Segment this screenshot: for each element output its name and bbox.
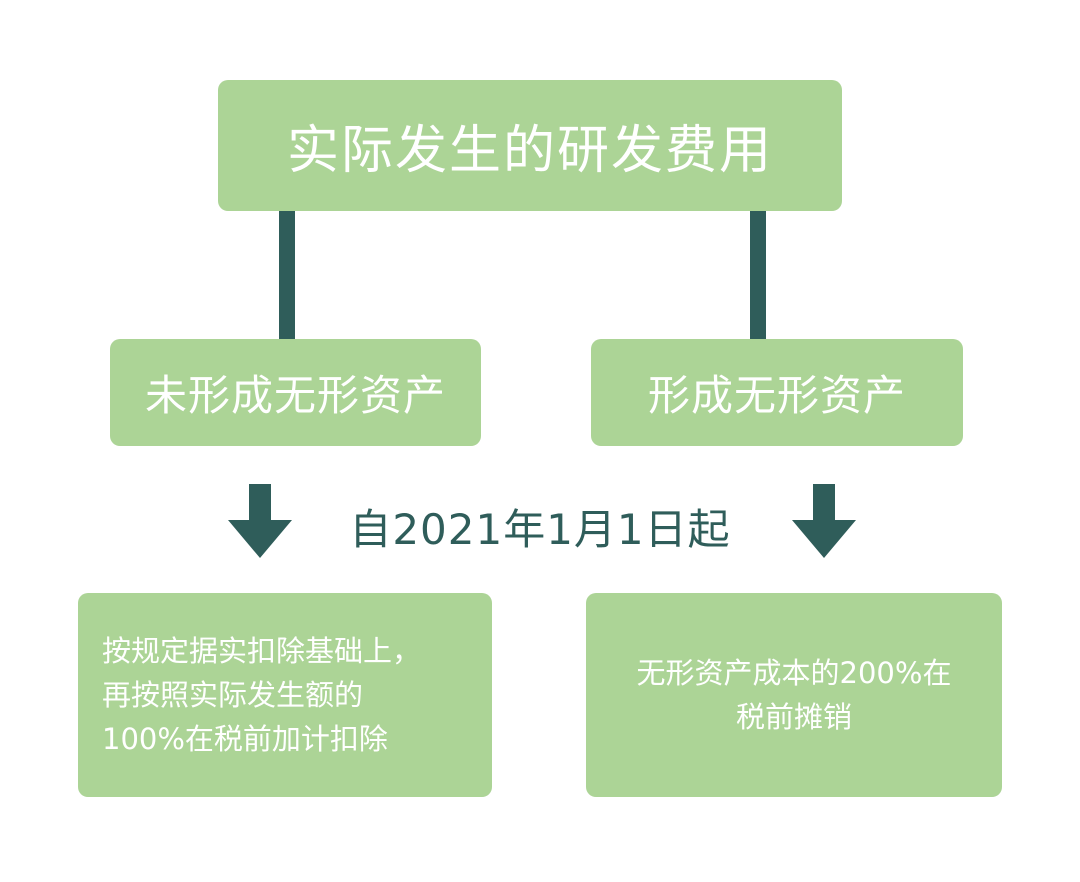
result-text-right: 无形资产成本的200%在 税前摊销 — [637, 651, 952, 739]
connector-left — [279, 211, 295, 339]
branch-node-right: 形成无形资产 — [591, 339, 963, 446]
result-line: 按规定据实扣除基础上， — [102, 634, 422, 668]
branch-label-left: 未形成无形资产 — [144, 371, 446, 420]
branch-label-right: 形成无形资产 — [647, 371, 906, 420]
result-node-left: 按规定据实扣除基础上， 再按照实际发生额的 100%在税前加计扣除 — [78, 593, 492, 797]
result-text-left: 按规定据实扣除基础上， 再按照实际发生额的 100%在税前加计扣除 — [96, 629, 421, 761]
result-line: 100%在税前加计扣除 — [102, 722, 388, 756]
connector-right — [750, 211, 766, 339]
result-line: 再按照实际发生额的 — [102, 678, 364, 712]
branch-node-left: 未形成无形资产 — [110, 339, 481, 446]
result-line: 税前摊销 — [735, 700, 852, 734]
date-label: 自2021年1月1日起 — [349, 504, 731, 554]
arrow-down-icon — [228, 484, 292, 558]
root-label: 实际发生的研发费用 — [286, 121, 773, 181]
result-node-right: 无形资产成本的200%在 税前摊销 — [586, 593, 1002, 797]
result-line: 无形资产成本的200%在 — [636, 656, 952, 690]
arrow-down-icon — [792, 484, 856, 558]
root-node: 实际发生的研发费用 — [218, 80, 842, 211]
